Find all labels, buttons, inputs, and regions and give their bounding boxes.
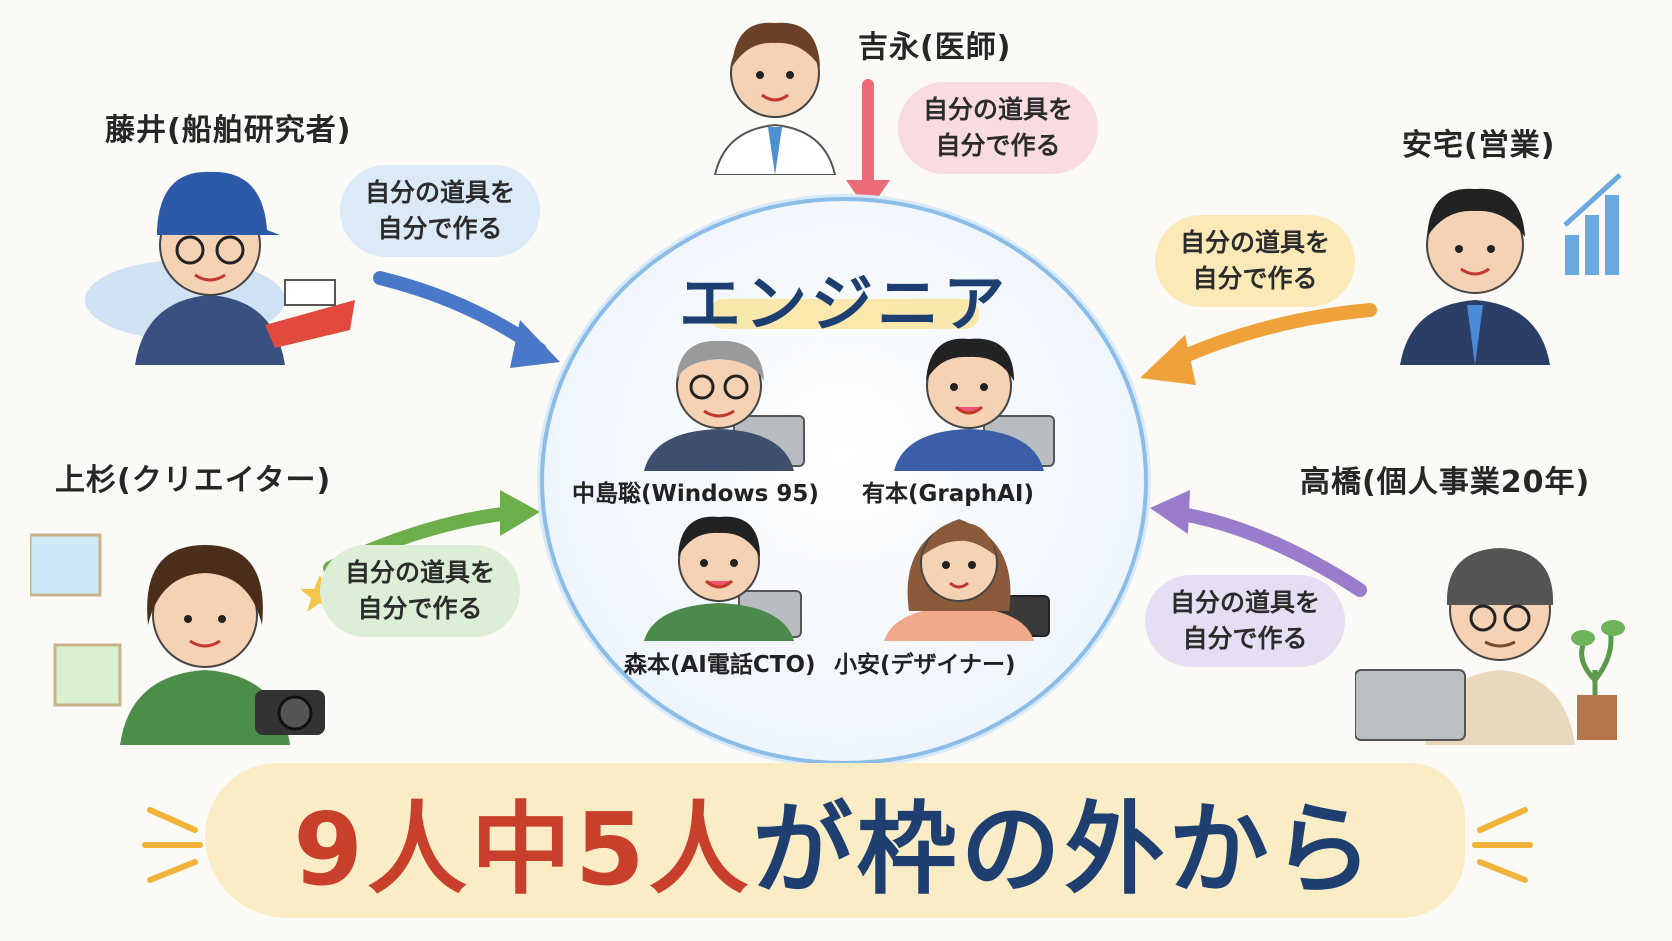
bubble-business: 自分の道具を 自分で作る — [1145, 575, 1345, 667]
bubble-sales: 自分の道具を 自分で作る — [1155, 215, 1355, 307]
avatar-koyasu — [884, 519, 1050, 641]
member-label-nakajima: 中島聡(Windows 95) — [572, 481, 819, 507]
bubble-line-1: 自分の道具を — [1169, 588, 1320, 617]
bubble-line-2: 自分で作る — [357, 594, 483, 623]
avatar-nakajima — [644, 340, 805, 471]
avatar-doctor — [713, 22, 837, 175]
bubble-creator: 自分の道具を 自分で作る — [320, 545, 520, 637]
bubble-line-1: 自分の道具を — [922, 95, 1073, 124]
sparkle-right — [1472, 807, 1533, 883]
bubble-line-2: 自分で作る — [1192, 264, 1318, 293]
banner-highlight: 9人中5人 — [293, 791, 753, 908]
engineer-circle: エンジニア 中島聡(Windows 95) — [540, 197, 1148, 765]
arrow-business — [1150, 490, 1367, 597]
bubble-doctor: 自分の道具を 自分で作る — [898, 82, 1098, 174]
arrow-doctor — [846, 79, 890, 212]
bubble-line-2: 自分で作る — [935, 131, 1061, 160]
bubble-line-1: 自分の道具を — [364, 178, 515, 207]
avatar-business — [1355, 548, 1625, 745]
banner-rest: が枠の外から — [752, 791, 1377, 908]
bubble-line-2: 自分で作る — [377, 214, 503, 243]
banner-headline: 9人中5人 が枠の外から — [205, 763, 1465, 918]
bubble-researcher: 自分の道具を 自分で作る — [340, 165, 540, 257]
arrow-researcher — [373, 271, 560, 368]
bottom-banner: 9人中5人 が枠の外から — [205, 763, 1465, 918]
person-name-sales: 安宅(営業) — [1402, 128, 1556, 163]
engineer-title: エンジニア — [678, 267, 1009, 340]
person-name-doctor: 吉永(医師) — [858, 30, 1012, 65]
member-label-morimoto: 森本(AI電話CTO) — [624, 652, 816, 678]
member-label-koyasu: 小安(デザイナー) — [834, 652, 1016, 678]
sparkle-left — [142, 807, 203, 883]
arrow-sales — [1140, 303, 1377, 385]
avatar-researcher — [85, 171, 355, 365]
avatar-arimoto — [894, 338, 1055, 471]
bubble-line-1: 自分の道具を — [1179, 228, 1330, 257]
person-name-researcher: 藤井(船舶研究者) — [105, 113, 352, 148]
bubble-line-1: 自分の道具を — [344, 558, 495, 587]
member-label-arimoto: 有本(GraphAI) — [862, 481, 1034, 507]
person-name-creator: 上杉(クリエイター) — [55, 463, 332, 498]
title-highlight — [709, 299, 979, 329]
avatar-creator — [30, 533, 340, 745]
person-name-business: 高橋(個人事業20年) — [1300, 465, 1591, 500]
bubble-line-2: 自分で作る — [1182, 624, 1308, 653]
avatar-sales — [1400, 173, 1622, 365]
avatar-morimoto — [644, 516, 802, 641]
